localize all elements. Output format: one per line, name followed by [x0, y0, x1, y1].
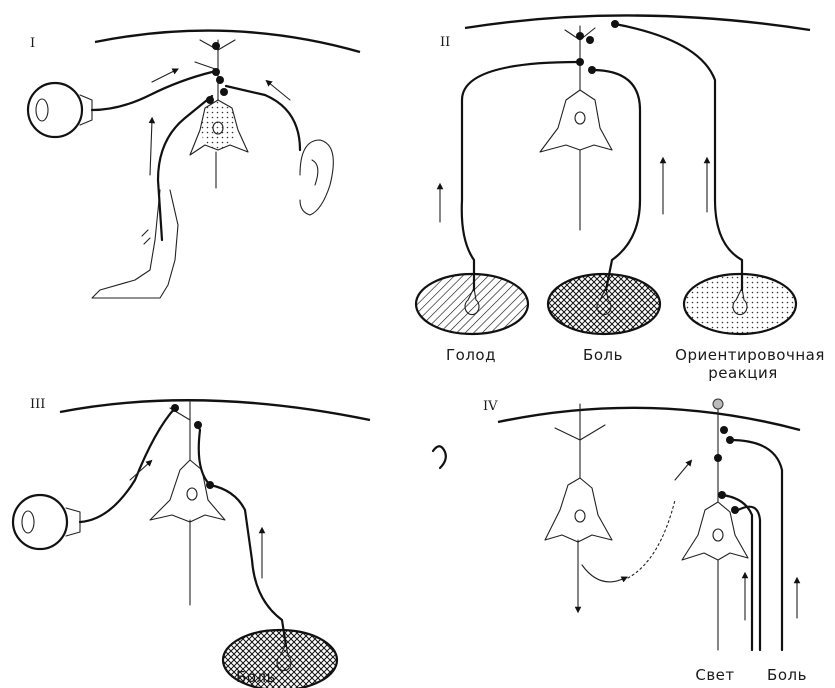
- pain-label: Боль: [583, 346, 623, 364]
- leg-icon: [92, 190, 178, 298]
- pain-label: Боль: [236, 668, 276, 686]
- arrow-icon: [152, 70, 176, 82]
- synapse: [212, 68, 220, 76]
- orienting-label: Ориентировочная: [675, 346, 825, 364]
- panel-2: II Голод Боль Ориентировочная реакция: [416, 15, 825, 382]
- contact-point: [713, 399, 723, 409]
- arrow-icon: [582, 565, 625, 582]
- apical-dendrite: [555, 404, 605, 478]
- light-pathway: [738, 507, 760, 650]
- panel-4: IV Свет Боль: [483, 399, 807, 684]
- neuron-nucleus: [575, 112, 585, 124]
- hunger-pathway: [462, 62, 578, 290]
- synapse: [586, 36, 594, 44]
- synapse: [714, 454, 722, 462]
- panel-1: I: [28, 31, 360, 298]
- cortex-surface: [498, 408, 800, 430]
- bracket-mark: [433, 446, 446, 468]
- pain-pathway: [730, 440, 782, 650]
- panel-2-numeral: II: [440, 35, 450, 50]
- dotted-pathway: [628, 500, 675, 578]
- panel-3-numeral: III: [30, 397, 45, 412]
- eye-icon: [13, 495, 80, 549]
- arrow-icon: [150, 120, 152, 175]
- panel-3: III Боль: [13, 397, 370, 688]
- light-pathway-2: [722, 495, 752, 650]
- synapse: [212, 42, 220, 50]
- reaction-label: реакция: [708, 364, 777, 382]
- arrow-icon: [675, 462, 690, 480]
- synapse: [720, 426, 728, 434]
- synapse: [220, 88, 228, 96]
- visual-pathway: [92, 72, 212, 110]
- orienting-field: [684, 274, 796, 334]
- hunger-field: [416, 274, 528, 334]
- synapse: [576, 32, 584, 40]
- arrow-icon: [130, 462, 150, 480]
- neuron-nucleus: [187, 488, 197, 500]
- panel-4-numeral: IV: [483, 399, 498, 414]
- pain-field: [548, 274, 660, 334]
- pain-pathway: [198, 425, 286, 646]
- light-label: Свет: [695, 666, 734, 684]
- auditory-pathway: [226, 86, 300, 150]
- eye-icon: [28, 83, 92, 137]
- orienting-pathway: [615, 24, 742, 290]
- ear-icon: [300, 140, 333, 215]
- cortex-surface: [95, 31, 360, 52]
- synapse: [216, 76, 224, 84]
- neuron-nucleus: [713, 529, 723, 541]
- neuron-nucleus: [575, 510, 585, 522]
- pain-pathway: [592, 70, 640, 290]
- cortex-surface: [465, 15, 810, 30]
- hunger-label: Голод: [446, 346, 496, 364]
- visual-pathway: [80, 408, 175, 522]
- cortex-surface: [60, 400, 370, 420]
- pain-label: Боль: [767, 666, 807, 684]
- panel-1-numeral: I: [30, 36, 35, 51]
